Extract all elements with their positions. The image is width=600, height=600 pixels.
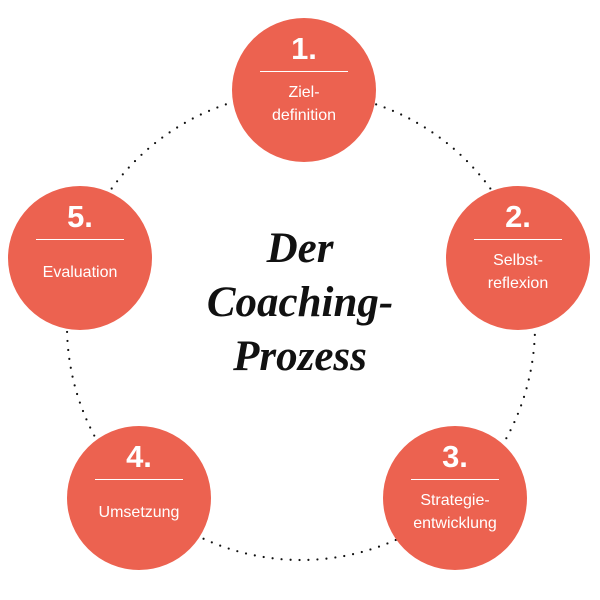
label-line: Ziel- (288, 84, 320, 101)
label-line: Evaluation (42, 263, 118, 281)
step-4-umsetzung: 4. Umsetzung (67, 426, 211, 570)
step-number: 3. (442, 439, 468, 474)
label-line: Strategie- (420, 492, 490, 509)
step-3-strategieentwicklung: 3. Strategie- entwicklung (383, 426, 527, 570)
label-line: reflexion (487, 275, 549, 292)
step-number: 2. (505, 199, 531, 234)
title-line: Prozess (233, 333, 367, 380)
title-line: Der (266, 225, 334, 272)
step-2-selbstreflexion: 2. Selbst- reflexion (446, 186, 590, 330)
diagram-title: Der Coaching- Prozess (150, 222, 450, 384)
label-line: Selbst- (493, 252, 543, 269)
label-line: Umsetzung (98, 503, 180, 521)
divider (260, 71, 348, 72)
step-number: 1. (291, 31, 317, 66)
label-line: definition (271, 107, 337, 124)
step-label: Umsetzung (67, 484, 211, 540)
label-line: entwicklung (413, 515, 497, 532)
step-number: 5. (67, 199, 93, 234)
step-5-evaluation: 5. Evaluation (8, 186, 152, 330)
divider (474, 239, 562, 240)
divider (95, 479, 183, 480)
divider (411, 479, 499, 480)
title-line: Coaching- (206, 279, 394, 326)
step-number: 4. (126, 439, 152, 474)
divider (36, 239, 124, 240)
step-label: Ziel- definition (232, 76, 376, 132)
step-label: Selbst- reflexion (446, 244, 590, 300)
step-1-zieldefinition: 1. Ziel- definition (232, 18, 376, 162)
step-label: Evaluation (8, 244, 152, 300)
step-label: Strategie- entwicklung (383, 484, 527, 540)
